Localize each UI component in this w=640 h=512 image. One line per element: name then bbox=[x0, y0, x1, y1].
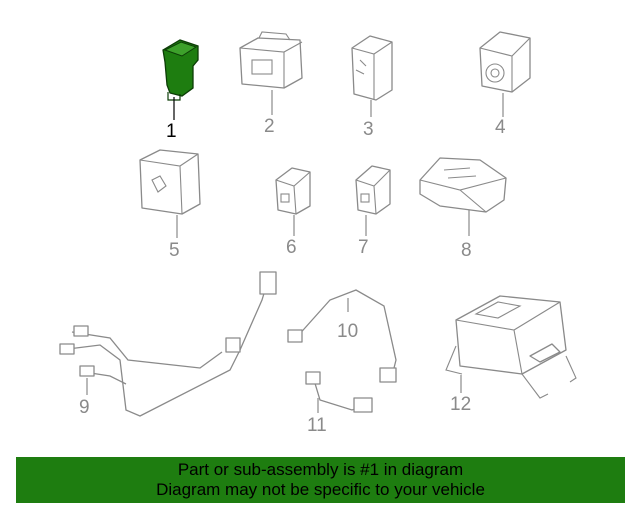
part-6-switch[interactable] bbox=[275, 167, 311, 215]
part-8-key-fob[interactable] bbox=[419, 157, 507, 213]
part-1-switch[interactable] bbox=[162, 39, 199, 101]
part-11-wire[interactable] bbox=[305, 371, 373, 413]
info-banner: Part or sub-assembly is #1 in diagram Di… bbox=[16, 457, 625, 503]
callout-8[interactable]: 8 bbox=[461, 240, 472, 261]
callout-2[interactable]: 2 bbox=[264, 116, 275, 137]
part-3-switch[interactable] bbox=[351, 35, 393, 101]
callout-1[interactable]: 1 bbox=[166, 121, 177, 142]
parts-diagram: 1 2 3 4 5 6 bbox=[59, 31, 577, 436]
callout-4[interactable]: 4 bbox=[495, 117, 506, 138]
part-7-switch[interactable] bbox=[355, 165, 391, 215]
part-4-socket[interactable] bbox=[479, 31, 531, 93]
callout-6[interactable]: 6 bbox=[286, 237, 297, 258]
callout-11[interactable]: 11 bbox=[307, 415, 327, 436]
part-5-switch[interactable] bbox=[139, 149, 201, 215]
callout-10[interactable]: 10 bbox=[337, 321, 358, 342]
part-2-switch[interactable] bbox=[239, 31, 303, 89]
callout-3[interactable]: 3 bbox=[363, 119, 374, 140]
callout-9[interactable]: 9 bbox=[79, 397, 90, 418]
callout-7[interactable]: 7 bbox=[358, 237, 369, 258]
banner-line-1: Part or sub-assembly is #1 in diagram bbox=[177, 460, 464, 479]
callout-12[interactable]: 12 bbox=[450, 394, 471, 415]
banner-line-2: Diagram may not be specific to your vehi… bbox=[156, 480, 485, 499]
callout-5[interactable]: 5 bbox=[169, 240, 180, 261]
part-9-wire-harness[interactable] bbox=[59, 271, 277, 417]
part-12-control-module[interactable] bbox=[445, 295, 577, 399]
part-10-wire[interactable] bbox=[287, 289, 397, 383]
